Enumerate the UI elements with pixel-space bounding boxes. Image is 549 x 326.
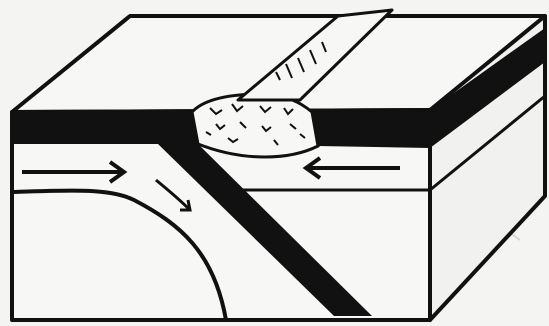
dark-crust-layer-front-right: [312, 110, 430, 148]
rubble-pile: [192, 94, 318, 157]
dark-crust-layer-front: [12, 112, 198, 144]
